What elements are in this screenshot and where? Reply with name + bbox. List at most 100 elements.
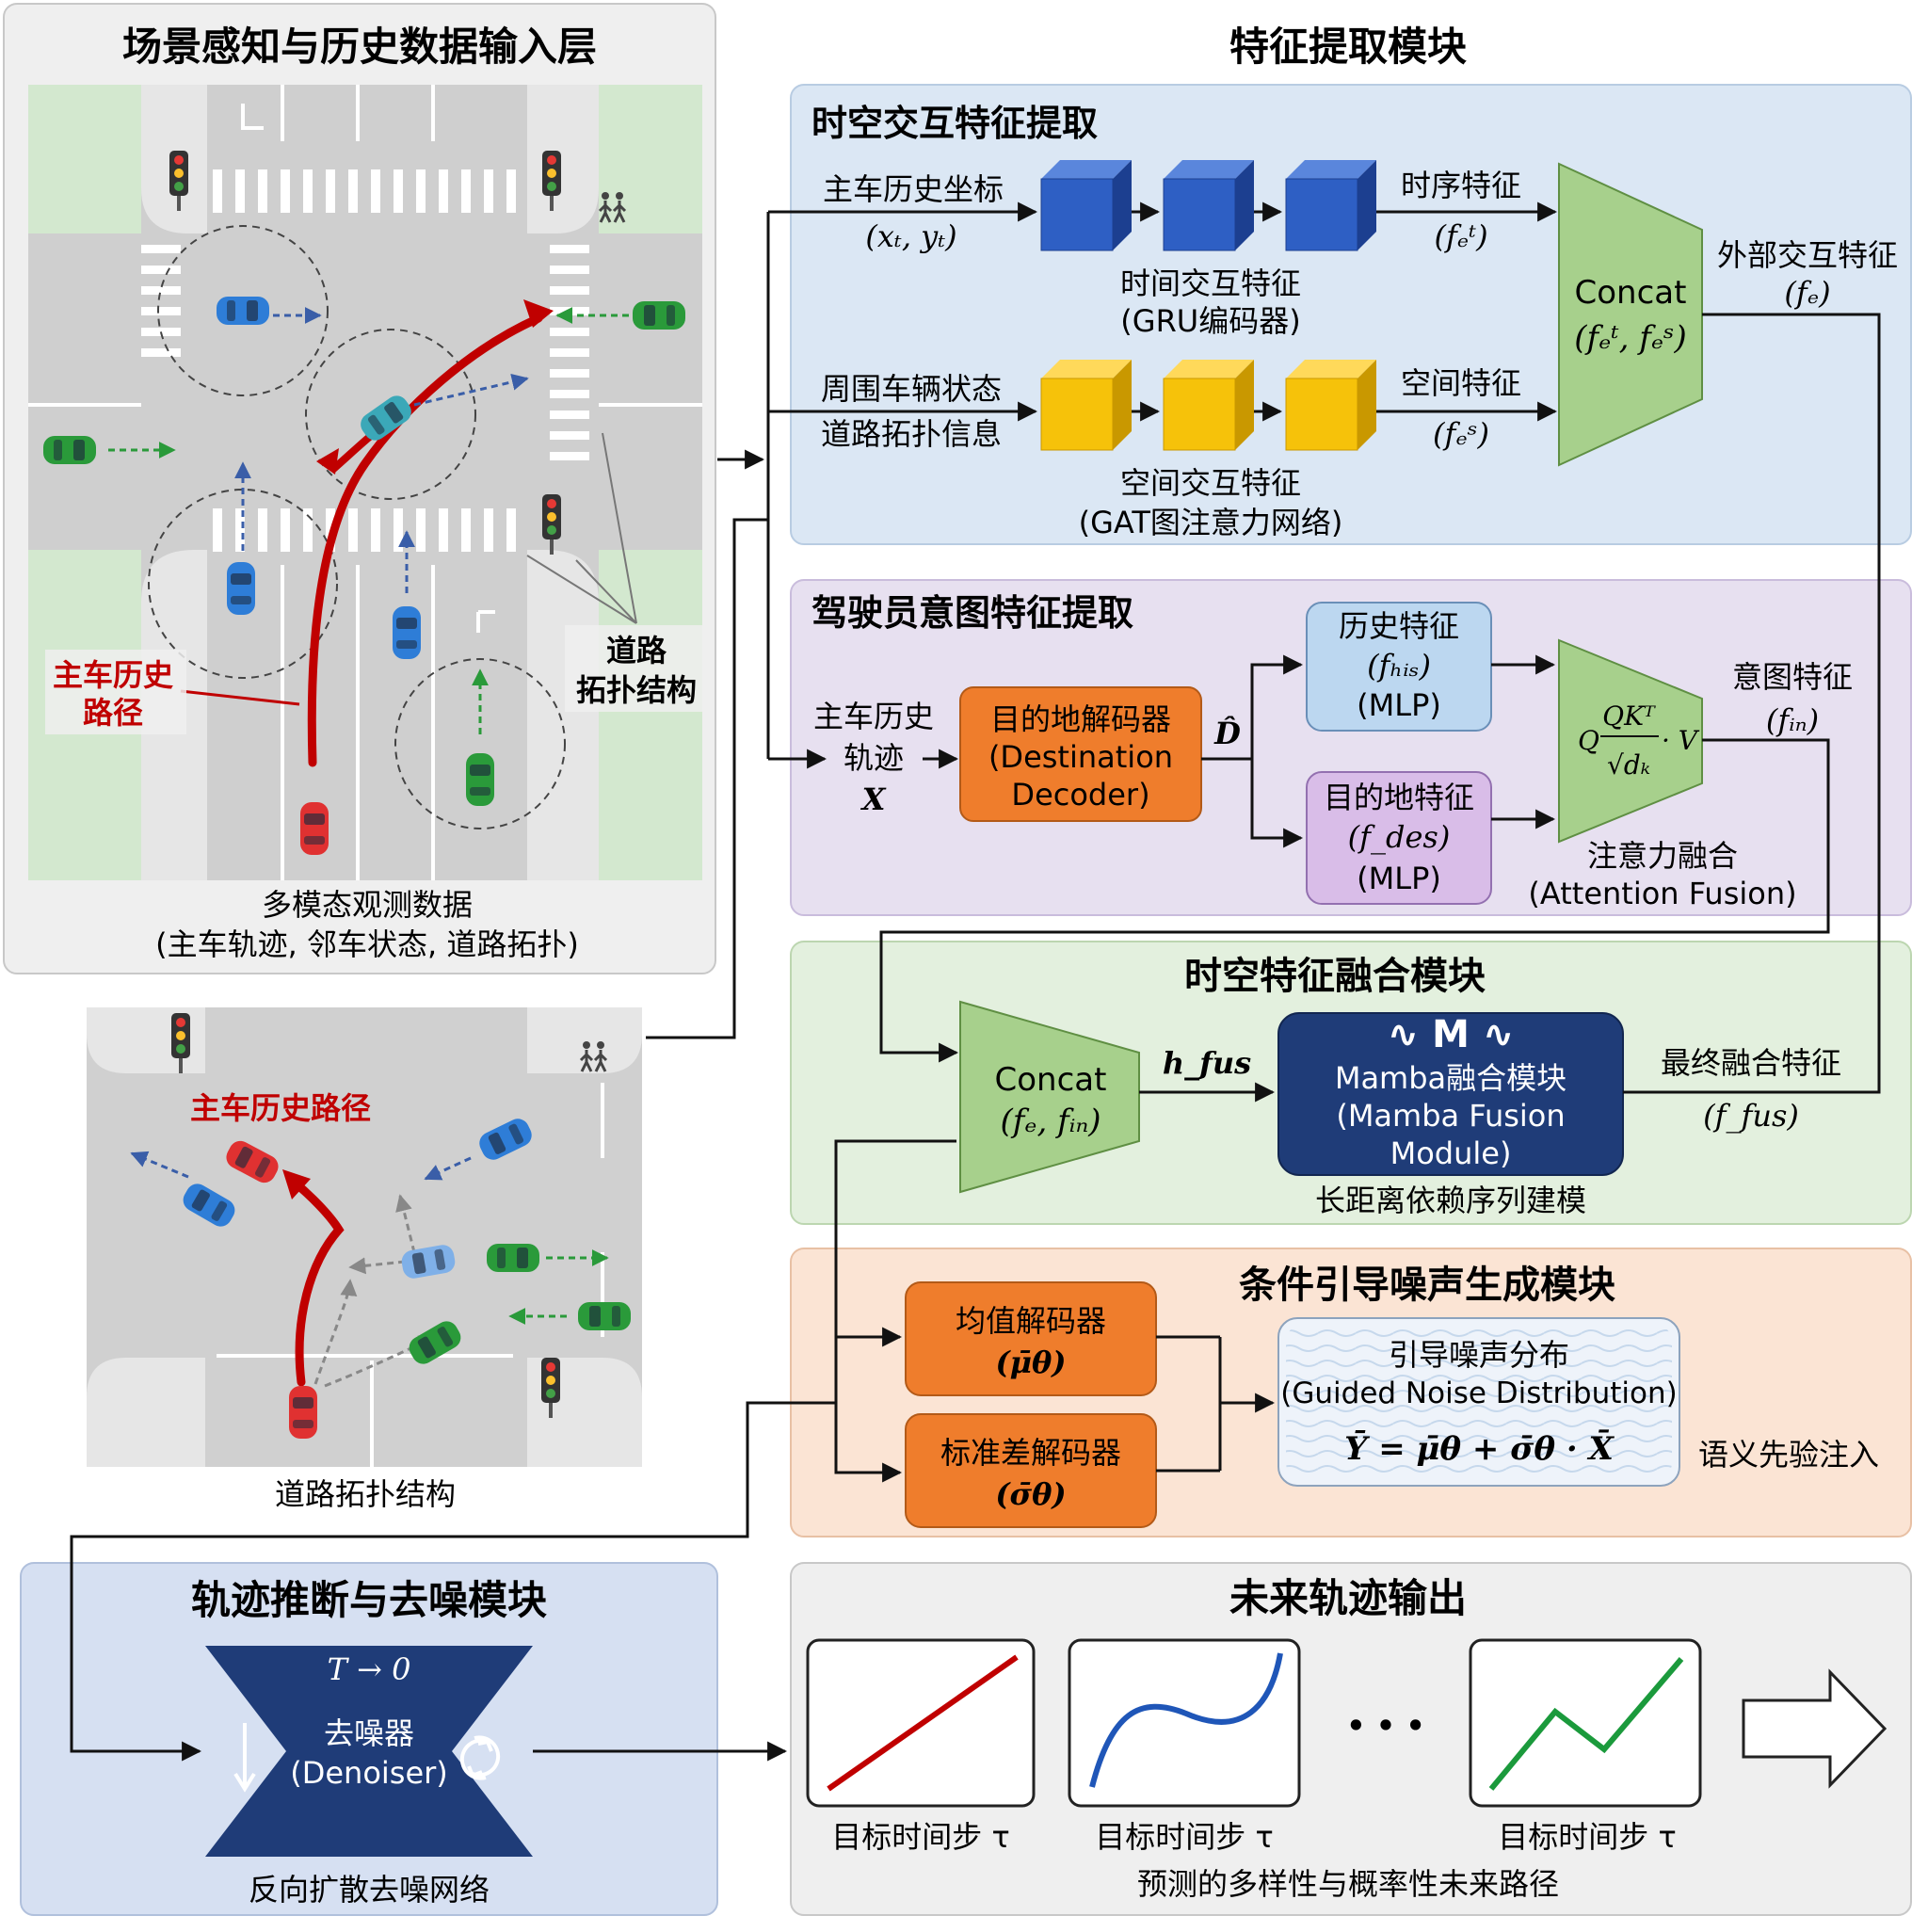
des-label: 目的地特征 [1324, 780, 1474, 815]
attention-fusion-block [1558, 638, 1703, 844]
neighbor-car-blue [393, 606, 421, 659]
mean-decoder-box [905, 1281, 1157, 1396]
intent-expr: (fᵢₙ) [1766, 702, 1819, 738]
mamba-label: Mamba融合模块 [1335, 1060, 1566, 1096]
scene-panel: 场景感知与历史数据输入层 [3, 3, 716, 974]
external-expr: (fₑ) [1784, 275, 1830, 311]
mean-expr: (μ̄θ) [995, 1344, 1066, 1380]
temporal-block-label-2: (GRU编码器) [1120, 303, 1300, 339]
attn-num: QKᵀ [1602, 700, 1656, 732]
intent-panel: 驾驶员意图特征提取 主车历史 轨迹 X 目的地解码器 (Destination … [790, 579, 1912, 916]
surround-label-2: 道路拓扑信息 [821, 416, 1002, 452]
decoder-label: 目的地解码器 [990, 701, 1171, 737]
scene-title: 场景感知与历史数据输入层 [122, 24, 597, 70]
fusion-title: 时空特征融合模块 [1184, 955, 1486, 998]
attn-v: · V [1662, 725, 1700, 756]
neighbor-car-blue [227, 562, 255, 615]
attn-q: Q [1578, 725, 1599, 756]
fusion-concat-label: Concat [995, 1061, 1107, 1099]
mamba-label-2: (Mamba Fusion [1336, 1098, 1565, 1134]
ego-traj-var: X [860, 781, 887, 817]
denoise-panel: 轨迹推断与去噪模块 T → 0 T → 0 去噪器 (Denoiser) 反向扩… [20, 1562, 718, 1916]
obs-caption: 多模态观测数据 [262, 887, 473, 923]
ego-coord-expr: (xₜ, yₜ) [865, 218, 956, 254]
spatial-block-label: 空间交互特征 [1120, 465, 1301, 501]
spatial-feat-expr: (fₑˢ) [1433, 416, 1489, 452]
decoder-label-3: Decoder) [1011, 777, 1149, 813]
step-label-2: 目标时间步 τ [1095, 1819, 1273, 1855]
ego-path-curve [307, 314, 543, 767]
gat-cubes [1040, 360, 1376, 451]
attn-caption: 注意力融合 [1587, 838, 1738, 874]
ego-car-red [300, 802, 329, 855]
ego-car-red [289, 1386, 317, 1439]
intersection-map [28, 85, 702, 880]
final-expr: (f_fus) [1703, 1098, 1799, 1134]
mamba-label-3: Module) [1390, 1135, 1512, 1171]
obs-caption-2: (主车轨迹, 邻车状态, 道路拓扑) [155, 926, 579, 962]
temporal-block-label: 时间交互特征 [1120, 266, 1301, 301]
trajectory-curve-blue [1089, 1652, 1283, 1788]
external-label: 外部交互特征 [1717, 237, 1898, 273]
denoise-title: 轨迹推断与去噪模块 [191, 1577, 547, 1623]
intent-panel-title: 驾驶员意图特征提取 [811, 592, 1133, 634]
output-title: 未来轨迹输出 [1229, 1575, 1467, 1621]
prior-label: 语义先验注入 [1698, 1437, 1879, 1473]
decoder-label-2: (Destination [988, 739, 1173, 775]
mean-label: 均值解码器 [956, 1303, 1106, 1339]
fusion-concat-expr: (fₑ, fᵢₙ) [1000, 1103, 1101, 1140]
mamba-logo-icon: ∿ M ∿ [1388, 1013, 1515, 1056]
neighbor-car-green [43, 436, 96, 464]
attn-caption-2: (Attention Fusion) [1528, 876, 1796, 911]
topology-label-2: 拓扑结构 [576, 672, 697, 708]
noise-panel: 条件引导噪声生成模块 均值解码器 (μ̄θ) 标准差解码器 (σ̄θ) 引导噪声… [790, 1248, 1912, 1538]
ego-path-label: 主车历史 [53, 657, 173, 693]
his-mlp: (MLP) [1357, 687, 1441, 723]
feature-title: 特征提取模块 [1229, 24, 1467, 70]
output-caption: 预测的多样性与概率性未来路径 [1137, 1866, 1559, 1902]
mamba-fusion-box [1277, 1012, 1624, 1176]
neighbor-car-green [633, 301, 685, 330]
lane-arrow-icon [476, 610, 495, 633]
output-arrow-icon [1742, 1668, 1888, 1789]
his-label: 历史特征 [1339, 608, 1459, 644]
final-label: 最终融合特征 [1661, 1045, 1841, 1081]
scene2-caption: 道路拓扑结构 [275, 1476, 456, 1512]
scene2-path-label: 主车历史路径 [190, 1090, 371, 1126]
trajectory-zigzag-green [1488, 1657, 1684, 1791]
temporal-feat-label: 时序特征 [1401, 168, 1521, 203]
noise-title: 条件引导噪声生成模块 [1239, 1264, 1615, 1307]
trajectory-line-red [827, 1654, 1019, 1792]
ego-traj-label-2: 轨迹 [844, 740, 904, 776]
step-label-1: 目标时间步 τ [831, 1819, 1009, 1855]
surround-label: 周围车辆状态 [821, 371, 1002, 407]
ellipsis: • • • [1346, 1708, 1425, 1744]
des-expr: (f_des) [1348, 819, 1451, 855]
neighbor-car-green [487, 1244, 539, 1272]
spatial-feat-label: 空间特征 [1401, 365, 1521, 401]
trajectory-card-3 [1469, 1638, 1702, 1808]
fusion-concat-block [959, 1000, 1140, 1194]
st-concat-label: Concat [1575, 274, 1687, 312]
neighbor-car-green [578, 1302, 631, 1330]
spatial-block-label-2: (GAT图注意力网络) [1079, 505, 1343, 540]
guided-formula: Ȳ = μ̄θ + σ̄θ · X̄ [1344, 1429, 1615, 1468]
destination-feature-box [1306, 771, 1492, 905]
temporal-feat-expr: (fₑᵗ) [1434, 218, 1487, 254]
output-panel: 未来轨迹输出 目标时间步 τ 目标时间步 τ • • • 目标时间步 τ 预测的… [790, 1562, 1912, 1916]
denoiser-hourglass [205, 1646, 533, 1857]
trajectory-card-2 [1068, 1638, 1301, 1808]
denoiser-label-2: (Denoiser) [290, 1755, 448, 1791]
d-hat-label: D̂ [1213, 716, 1241, 751]
ego-coord-label: 主车历史坐标 [823, 171, 1004, 207]
guided-label: 引导噪声分布 [1389, 1337, 1569, 1373]
ego-path-arrowhead [523, 299, 554, 328]
lane-arrow-icon [241, 104, 264, 130]
st-concat-block [1558, 162, 1703, 467]
st-panel: 时空交互特征提取 主车历史坐标 (xₜ, yₜ) 时间交互特征 (GRU编码器)… [790, 84, 1912, 545]
intent-label: 意图特征 [1732, 659, 1853, 695]
denoiser-label: 去噪器 [324, 1715, 414, 1751]
mamba-caption: 长距离依赖序列建模 [1315, 1183, 1586, 1218]
t-label-inner: T → 0 [328, 1651, 411, 1687]
